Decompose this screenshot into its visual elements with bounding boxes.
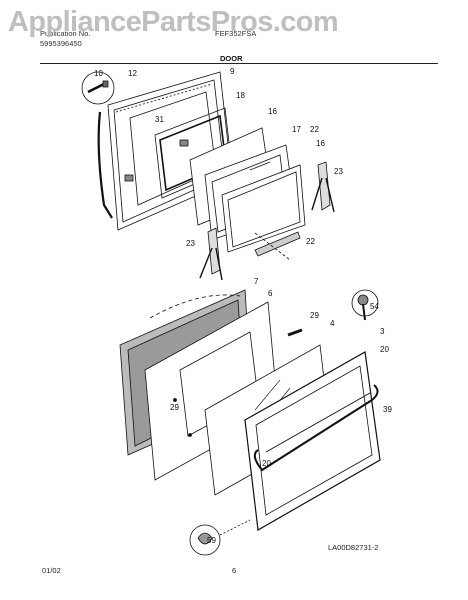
screw-10-callout	[81, 71, 115, 105]
section-title: DOOR	[220, 54, 243, 63]
footer-page: 6	[232, 566, 237, 575]
foot-59-callout	[189, 524, 221, 556]
glass-panel-16b	[221, 164, 306, 253]
label-7: 7	[254, 277, 259, 286]
label-59: 59	[207, 536, 216, 545]
label-29b: 29	[170, 403, 179, 412]
label-12: 12	[128, 69, 137, 78]
label-17: 17	[292, 125, 301, 134]
label-3: 3	[380, 327, 385, 336]
label-9: 9	[230, 67, 235, 76]
label-22a: 22	[310, 125, 319, 134]
label-22b: 22	[306, 237, 315, 246]
outer-door-3	[244, 351, 381, 531]
label-4: 4	[330, 319, 335, 328]
watermark: AppliancePartsPros.com	[8, 6, 339, 38]
label-23a: 23	[334, 167, 343, 176]
label-54: 54	[370, 302, 379, 311]
hinge-23-left	[199, 227, 223, 281]
label-10: 10	[94, 69, 103, 78]
model-number: FEF352FSA	[215, 29, 257, 38]
label-31: 31	[155, 115, 164, 124]
bracket-22	[254, 231, 301, 257]
label-16a: 16	[268, 107, 277, 116]
publication-label: Publication No.	[40, 29, 91, 38]
label-6: 6	[268, 289, 273, 298]
header-rule	[40, 63, 438, 64]
label-20b: 20	[262, 459, 271, 468]
label-20a: 20	[380, 345, 389, 354]
publication-number: 5995396450	[40, 39, 82, 48]
hinge-23-right	[311, 161, 335, 213]
label-29a: 29	[310, 311, 319, 320]
screw-54-callout	[351, 289, 379, 321]
label-18: 18	[236, 91, 245, 100]
label-39: 39	[383, 405, 392, 414]
footer-date: 01/02	[42, 566, 61, 575]
pin-29	[287, 328, 303, 337]
footer-diagram-code: LA00D82731-2	[328, 543, 379, 552]
label-16b: 16	[316, 139, 325, 148]
label-23b: 23	[186, 239, 195, 248]
